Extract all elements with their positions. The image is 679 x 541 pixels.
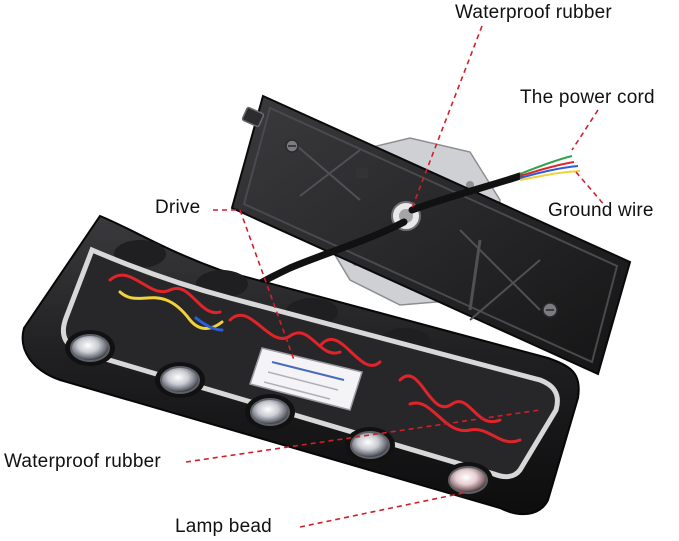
leader-power-cord	[571, 109, 599, 151]
back-cover-plate	[230, 94, 632, 376]
leader-waterproof-top	[411, 25, 483, 209]
label-ground-wire: Ground wire	[548, 200, 654, 221]
label-drive: Drive	[155, 197, 201, 218]
leader-ground-wire	[575, 171, 606, 207]
leader-waterproof-bottom	[185, 409, 541, 463]
leader-lamp-bead	[299, 491, 469, 528]
label-lamp-bead: Lamp bead	[175, 516, 272, 537]
leader-drive	[213, 209, 295, 361]
label-waterproof-rubber-top: Waterproof rubber	[455, 2, 612, 23]
label-waterproof-rubber-bottom: Waterproof rubber	[4, 451, 161, 472]
power-cord	[408, 155, 581, 214]
label-power-cord: The power cord	[520, 87, 655, 108]
lamp-beads	[65, 330, 493, 498]
leader-lines	[185, 25, 606, 528]
led-driver	[249, 347, 363, 411]
